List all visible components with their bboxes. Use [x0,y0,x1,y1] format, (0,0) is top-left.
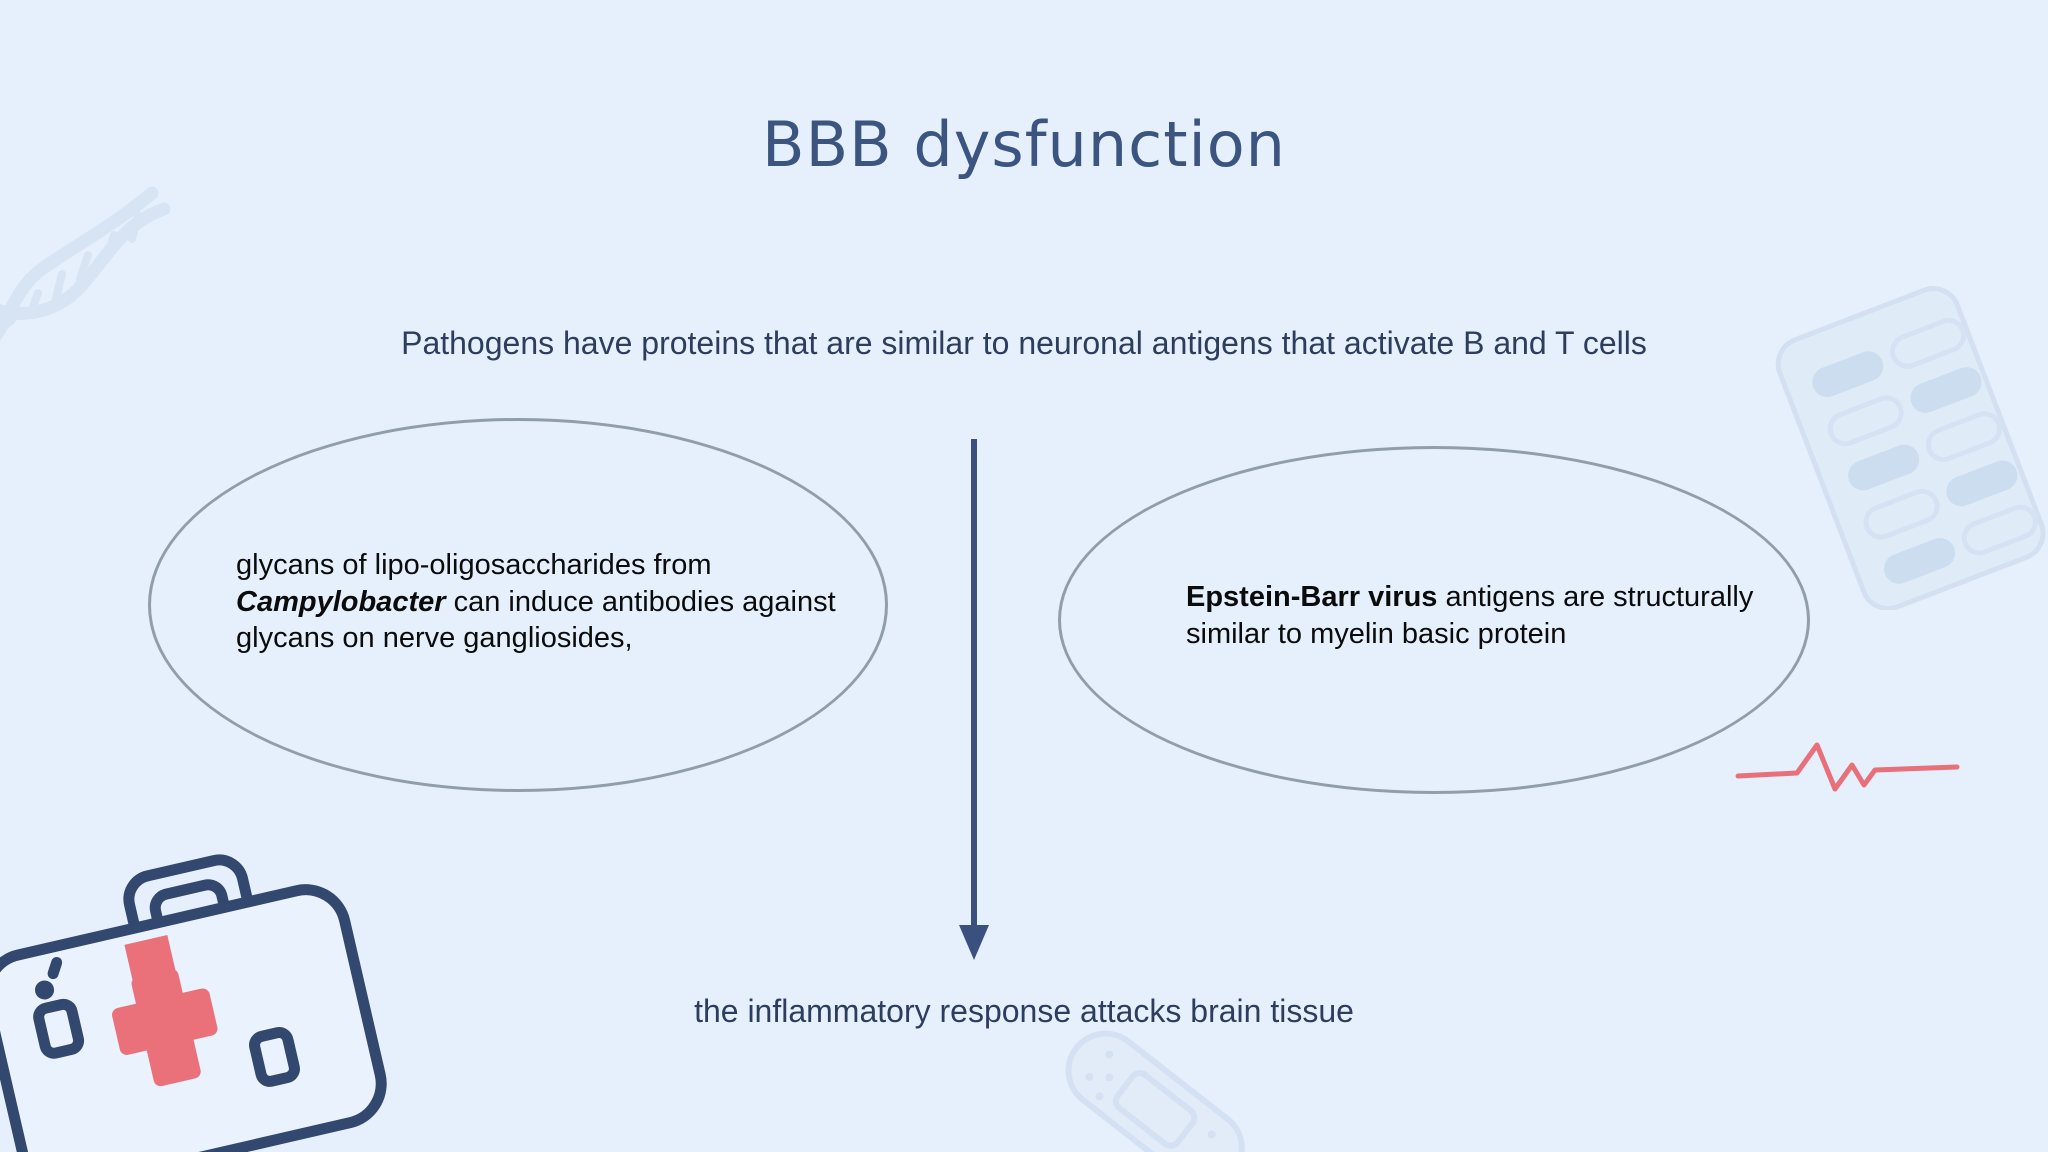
bubble-ellipse-outline [148,418,888,792]
flow-arrow-down-icon [959,439,989,960]
conclusion-text: the inflammatory response attacks brain … [694,993,1354,1029]
pill-blister-icon [1775,286,2046,610]
dna-helix-icon [0,186,171,342]
bubble-right-emphasis: Epstein-Barr virus [1186,581,1438,614]
bandage-icon [1065,1030,1245,1152]
bubble-left-suffix: can induce antibodies against glycans on… [236,585,836,655]
bubble-ellipse-outline [1058,446,1810,794]
page-title: BBB dysfunction [762,108,1286,181]
bubble-epstein-barr: Epstein-Barr virus antigens are structur… [1058,446,1810,794]
bubble-left-prefix: glycans of lipo-oligosaccharides from [236,548,712,581]
bubble-campylobacter: glycans of lipo-oligosaccharides from Ca… [148,418,888,792]
bubble-left-emphasis: Campylobacter [236,585,446,618]
subtitle-text: Pathogens have proteins that are similar… [401,325,1647,361]
bubble-campylobacter-text: glycans of lipo-oligosaccharides from Ca… [236,547,836,657]
first-aid-kit-icon [0,854,387,1152]
bubble-right-suffix: antigens are structurally similar to mye… [1186,581,1754,650]
bubble-epstein-barr-text: Epstein-Barr virus antigens are structur… [1186,579,1786,653]
